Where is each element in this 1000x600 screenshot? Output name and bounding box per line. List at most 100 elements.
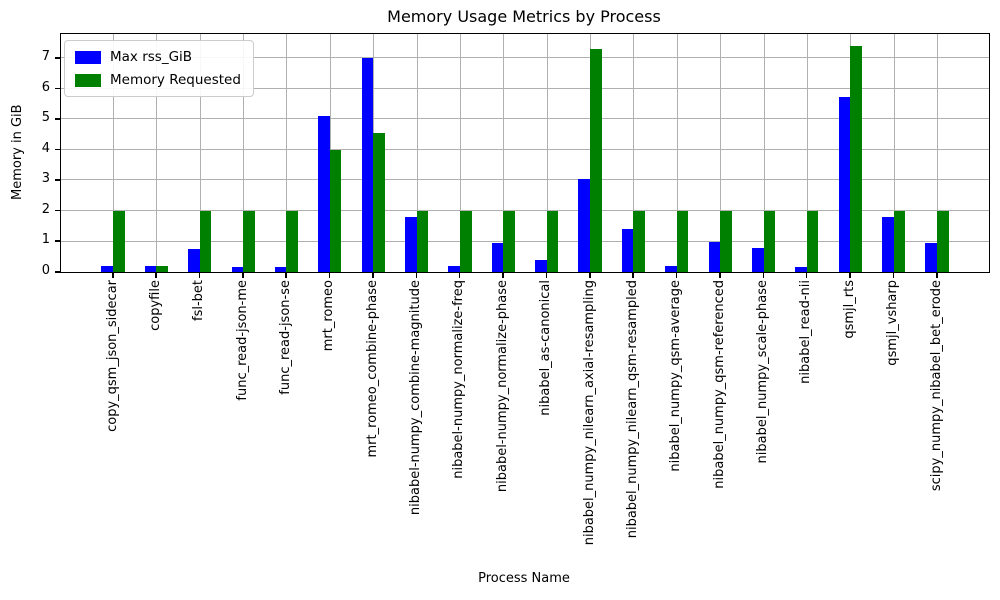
bar-max-rss-gib: [361, 58, 374, 272]
y-tick-label: 0: [41, 263, 50, 278]
x-tick-label: fsl-bet: [191, 280, 207, 321]
x-tick-mark: [936, 272, 938, 278]
legend-item-memory-requested: Memory Requested: [75, 72, 241, 88]
bar-max-rss-gib: [101, 265, 113, 272]
x-tick-mark: [458, 272, 461, 278]
bar-max-rss-gib: [274, 267, 287, 272]
x-tick-mark: [502, 272, 504, 278]
bar-memory-requested: [329, 149, 342, 272]
gridline-vertical: [286, 34, 288, 272]
gridline-horizontal: [61, 118, 989, 120]
y-tick-mark: [55, 179, 60, 181]
x-tick-label: nibabel-numpy_normalize-freq: [451, 280, 467, 479]
bar-max-rss-gib: [708, 241, 721, 272]
bar-max-rss-gib: [491, 243, 504, 272]
legend-label-memory-requested: Memory Requested: [110, 72, 241, 88]
x-tick-label: func_read-json-se: [277, 280, 293, 395]
bar-max-rss-gib: [578, 178, 591, 272]
bar-memory-requested: [286, 210, 299, 272]
y-tick-mark: [55, 240, 60, 242]
x-tick-mark: [285, 272, 287, 278]
x-tick-mark: [589, 272, 591, 278]
gridline-vertical: [243, 34, 245, 272]
y-tick-mark: [55, 209, 60, 212]
bar-memory-requested: [546, 210, 559, 272]
x-tick-mark: [675, 272, 678, 278]
x-tick-mark: [805, 272, 808, 278]
gridline-horizontal: [61, 87, 989, 89]
legend: Max rss_GiB Memory Requested: [64, 40, 254, 97]
x-tick-mark: [198, 272, 201, 278]
x-tick-mark: [112, 272, 114, 278]
bar-memory-requested: [633, 210, 645, 272]
gridline-vertical: [199, 34, 201, 272]
x-tick-mark: [242, 272, 244, 278]
gridline-horizontal: [61, 209, 989, 211]
gridline-vertical: [937, 34, 938, 272]
bar-memory-requested: [243, 210, 255, 272]
gridline-horizontal: [61, 148, 989, 150]
gridline-vertical: [156, 34, 158, 272]
y-tick-label: 3: [41, 171, 50, 187]
gridline-vertical: [763, 34, 765, 272]
bar-memory-requested: [720, 210, 732, 272]
x-tick-mark: [328, 272, 331, 278]
x-tick-mark: [372, 272, 374, 278]
x-tick-label: qsmjl_rts: [841, 280, 857, 339]
x-tick-label: nibabel-numpy_combine-magnitude: [408, 280, 424, 516]
y-tick-label: 7: [41, 49, 50, 65]
x-tick-label: copyfile: [147, 280, 163, 331]
y-tick-mark: [55, 271, 60, 273]
x-tick-mark: [415, 272, 418, 278]
gridline-horizontal: [61, 179, 989, 181]
x-tick-label: nibabel_numpy_nilearn_qsm-resampled: [624, 280, 640, 539]
bar-max-rss-gib: [404, 217, 417, 272]
gridline-vertical: [416, 34, 418, 272]
bar-max-rss-gib: [838, 96, 851, 272]
bar-memory-requested: [459, 210, 472, 272]
bar-max-rss-gib: [448, 265, 460, 272]
chart-title: Memory Usage Metrics by Process: [387, 7, 661, 26]
gridline-vertical: [633, 34, 635, 272]
bar-memory-requested: [937, 210, 949, 272]
x-tick-label: nibabel_numpy_qsm-average: [668, 280, 684, 472]
bar-memory-requested: [113, 210, 125, 272]
bar-max-rss-gib: [795, 267, 807, 272]
y-tick-label: 2: [41, 201, 50, 217]
bar-memory-requested: [590, 49, 602, 272]
bar-max-rss-gib: [188, 249, 200, 272]
gridline-horizontal: [61, 57, 989, 59]
y-tick-mark: [55, 118, 60, 120]
bar-memory-requested: [156, 265, 168, 272]
bar-max-rss-gib: [318, 116, 330, 272]
x-tick-label: qsmjl_vsharp: [885, 280, 901, 366]
bar-memory-requested: [676, 210, 689, 272]
y-tick-mark: [55, 57, 60, 59]
y-tick-mark: [55, 87, 60, 90]
x-tick-mark: [155, 272, 157, 278]
x-tick-label: nibabel_numpy_qsm-referenced: [711, 280, 727, 489]
x-tick-mark: [849, 272, 851, 278]
gridline-vertical: [720, 34, 722, 272]
x-tick-label: nibabel-numpy_normalize-phase: [494, 280, 510, 493]
legend-label-max-rss: Max rss_GiB: [110, 49, 193, 65]
gridline-vertical: [893, 34, 895, 272]
bar-max-rss-gib: [882, 217, 894, 272]
x-tick-mark: [762, 272, 765, 278]
bar-memory-requested: [416, 210, 429, 272]
bar-memory-requested: [763, 210, 776, 272]
bar-memory-requested: [199, 210, 212, 272]
x-tick-label: mrt_romeo_combine-phase: [364, 280, 380, 458]
y-tick-label: 6: [41, 79, 50, 95]
bar-memory-requested: [893, 210, 906, 272]
legend-swatch-memory-requested-icon: [75, 73, 101, 87]
bar-max-rss-gib: [144, 265, 157, 272]
gridline-horizontal: [61, 240, 989, 242]
bar-max-rss-gib: [621, 229, 634, 272]
legend-item-max-rss: Max rss_GiB: [75, 49, 241, 65]
y-tick-label: 1: [41, 232, 50, 248]
y-tick-label: 5: [41, 110, 50, 126]
bar-max-rss-gib: [925, 243, 937, 272]
x-tick-mark: [892, 272, 895, 278]
